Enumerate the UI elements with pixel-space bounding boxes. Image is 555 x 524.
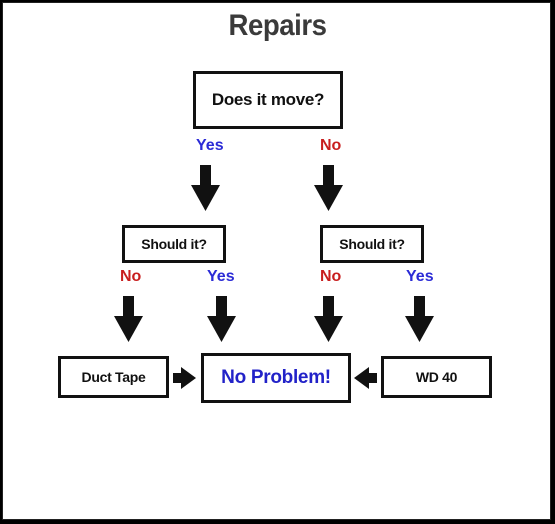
node-should-it-right-label: Should it? <box>339 236 405 252</box>
arrow-layer <box>114 165 434 389</box>
node-wd40: WD 40 <box>381 356 492 398</box>
node-does-it-move-label: Does it move? <box>211 90 325 109</box>
diagram-title: Repairs <box>228 9 327 42</box>
arrow-ducttape-to-noproblem <box>173 367 196 389</box>
edge-label-right-no: No <box>320 268 342 285</box>
node-should-it-right: Should it? <box>320 225 424 263</box>
node-should-it-left: Should it? <box>122 225 226 263</box>
node-duct-tape-label: Duct Tape <box>81 369 146 385</box>
edge-label-right-yes: Yes <box>406 268 434 285</box>
flowchart-canvas: Repairs <box>2 2 551 520</box>
node-no-problem: No Problem! <box>201 353 351 403</box>
node-duct-tape: Duct Tape <box>58 356 169 398</box>
edge-label-left-yes: Yes <box>207 268 235 285</box>
node-no-problem-label: No Problem! <box>221 367 331 388</box>
edge-label-q1-yes: Yes <box>196 137 224 154</box>
node-wd40-label: WD 40 <box>415 369 458 385</box>
arrow-left-no <box>114 296 143 342</box>
arrow-right-no <box>314 296 343 342</box>
arrow-q1-yes <box>191 165 220 211</box>
node-does-it-move: Does it move? <box>193 71 343 129</box>
edge-label-left-no: No <box>120 268 142 285</box>
arrow-right-yes <box>405 296 434 342</box>
edge-label-q1-no: No <box>320 137 342 154</box>
arrow-q1-no <box>314 165 343 211</box>
node-should-it-left-label: Should it? <box>141 236 207 252</box>
arrow-wd40-to-noproblem <box>354 367 377 389</box>
arrow-left-yes <box>207 296 236 342</box>
